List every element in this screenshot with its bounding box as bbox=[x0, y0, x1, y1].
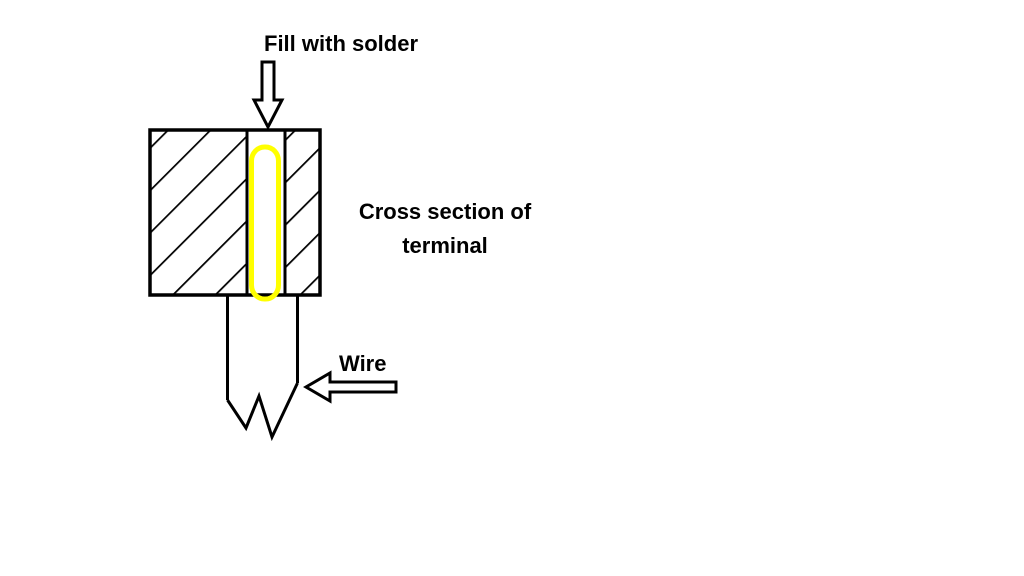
cross-section-label-line2: terminal bbox=[402, 233, 488, 258]
terminal-block-outline bbox=[148, 128, 322, 297]
fill-with-solder-label: Fill with solder bbox=[264, 31, 419, 56]
terminal-hatch-left bbox=[150, 130, 247, 295]
left-arrow-icon bbox=[303, 370, 398, 404]
cross-section-label: Cross section of terminal bbox=[350, 195, 540, 263]
down-arrow-icon bbox=[251, 60, 285, 131]
terminal-hatch-right bbox=[285, 130, 320, 295]
solder-slot bbox=[249, 144, 281, 302]
cross-section-label-line1: Cross section of bbox=[358, 199, 532, 224]
wire-break-zigzag bbox=[226, 382, 299, 442]
wire-label: Wire bbox=[339, 351, 387, 376]
